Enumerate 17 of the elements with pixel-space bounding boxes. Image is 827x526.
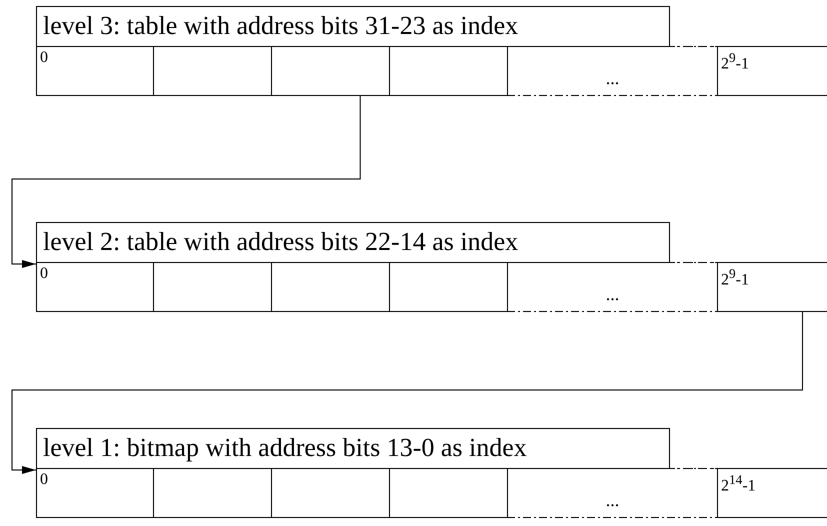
table-cell: ... <box>507 262 718 312</box>
arrow <box>12 312 803 474</box>
table-cell: 0 <box>36 262 154 312</box>
table-title: level 3: table with address bits 31-23 as index <box>36 6 670 47</box>
table-cell <box>389 46 508 96</box>
table-cell: 2$^{9}$-1 <box>717 262 827 312</box>
table-cell <box>389 468 508 518</box>
table-cell: 2$^{9}$-1 <box>717 46 827 96</box>
table-cell <box>389 262 508 312</box>
table-cell: 0 <box>36 46 154 96</box>
table-cell: 0 <box>36 468 154 518</box>
table-title: level 1: bitmap with address bits 13-0 as index <box>36 428 670 469</box>
arrow <box>12 96 361 268</box>
table-cell: ... <box>507 46 718 96</box>
table-title: level 2: table with address bits 22-14 as index <box>36 222 670 263</box>
table-cell: ... <box>507 468 718 518</box>
table-cell: 2$^{14}$-1 <box>717 468 827 518</box>
